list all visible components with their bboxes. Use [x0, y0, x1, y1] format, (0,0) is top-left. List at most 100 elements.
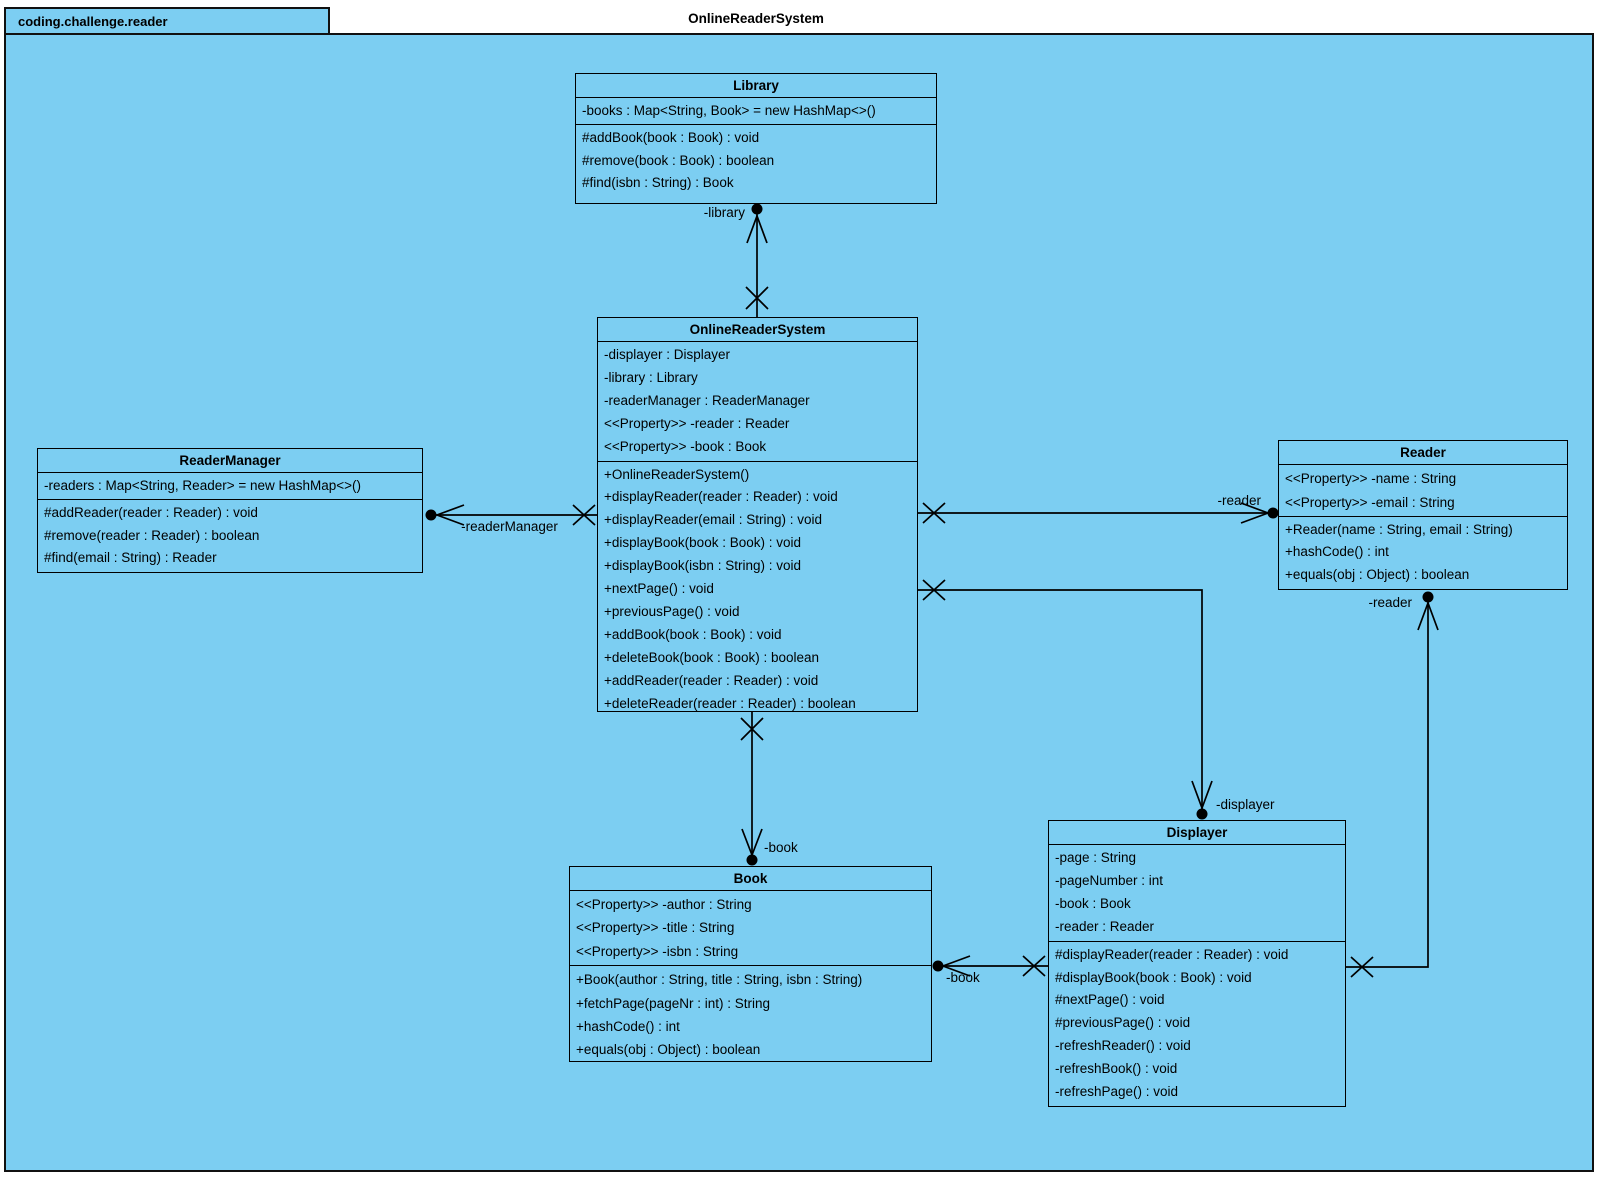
member-row: <<Property>> -author : String — [576, 897, 752, 912]
association-displayer-book — [932, 955, 1048, 977]
member-row: +equals(obj : Object) : boolean — [576, 1042, 761, 1058]
member-row: -book : Book — [1055, 895, 1131, 911]
non-navigable-x-marker — [572, 504, 596, 526]
class-title: Displayer — [1049, 821, 1345, 845]
navigable-arrowhead — [741, 828, 763, 858]
non-navigable-x-marker — [922, 579, 946, 601]
role-label-readermanager: -readerManager — [461, 519, 558, 534]
diagram-title: OnlineReaderSystem — [688, 11, 824, 26]
member-row: #displayReader(reader : Reader) : void — [1055, 946, 1289, 962]
member-row: -library : Library — [604, 369, 698, 385]
containment-dot — [751, 203, 763, 215]
member-row: +Reader(name : String, email : String) — [1285, 522, 1513, 537]
member-row: #remove(book : Book) : boolean — [582, 152, 775, 168]
member-row: +deleteBook(book : Book) : boolean — [604, 649, 820, 665]
member-row: +Book(author : String, title : String, i… — [576, 972, 863, 988]
member-row: +previousPage() : void — [604, 603, 740, 619]
class-methods: #displayReader(reader : Reader) : void #d… — [1049, 942, 1345, 1106]
non-navigable-x-marker — [1350, 956, 1374, 978]
navigable-arrowhead — [1191, 780, 1213, 811]
role-label-displayer: -displayer — [1216, 797, 1275, 812]
navigable-arrowhead — [940, 955, 971, 977]
member-row: +hashCode() : int — [1285, 544, 1389, 560]
class-attributes: <<Property>> -name : String <<Property>> … — [1279, 465, 1567, 517]
member-row: +fetchPage(pageNr : int) : String — [576, 995, 770, 1011]
non-navigable-x-marker — [922, 502, 946, 524]
class-displayer: Displayer -page : String-pageNumber : in… — [1048, 820, 1346, 1107]
containment-dot — [932, 960, 944, 972]
member-row: -readers : Map<String, Reader> = new Has… — [44, 478, 362, 493]
class-library: Library -books : Map<String, Book> = new… — [575, 73, 937, 204]
member-row: <<Property>> -isbn : String — [576, 943, 739, 959]
member-row: <<Property>> -email : String — [1285, 494, 1455, 510]
member-row: #addReader(reader : Reader) : void — [44, 505, 258, 521]
association-displayer-reader — [1346, 591, 1439, 978]
member-row: +equals(obj : Object) : boolean — [1285, 566, 1470, 582]
association-book — [740, 712, 764, 866]
package-tab-label: coding.challenge.reader — [18, 13, 168, 29]
member-row: <<Property>> -title : String — [576, 920, 735, 936]
class-onlinereadersystem: OnlineReaderSystem -displayer : Displaye… — [597, 317, 918, 712]
member-row: -refreshPage() : void — [1055, 1084, 1179, 1100]
class-methods: +Reader(name : String, email : String) +h… — [1279, 517, 1567, 589]
containment-dot — [425, 509, 437, 521]
member-row: -books : Map<String, Book> = new HashMap… — [582, 103, 876, 118]
association-readerManager — [425, 504, 597, 526]
containment-dot — [1196, 808, 1208, 820]
navigable-arrowhead — [1417, 600, 1439, 631]
role-label-book-displayer: -book — [946, 970, 980, 985]
class-title: Reader — [1279, 441, 1567, 465]
class-methods: #addReader(reader : Reader) : void #remov… — [38, 500, 422, 572]
navigable-arrowhead — [746, 213, 768, 244]
association-reader — [918, 502, 1279, 524]
class-title: Library — [576, 74, 936, 98]
association-displayer — [918, 579, 1213, 820]
class-attributes: -books : Map<String, Book> = new HashMap… — [576, 98, 936, 126]
class-attributes: -displayer : Displayer -library : Library… — [598, 342, 917, 462]
member-row: +hashCode() : int — [576, 1019, 680, 1035]
class-attributes: -page : String-pageNumber : int-book : B… — [1049, 845, 1345, 942]
member-row: #find(email : String) : Reader — [44, 550, 217, 566]
member-row: #displayBook(book : Book) : void — [1055, 969, 1252, 985]
member-row: #find(isbn : String) : Book — [582, 175, 734, 191]
member-row: #nextPage() : void — [1055, 992, 1165, 1008]
member-row: -displayer : Displayer — [604, 347, 731, 362]
containment-dot — [1267, 507, 1279, 519]
member-row: +nextPage() : void — [604, 581, 714, 597]
member-row: #addBook(book : Book) : void — [582, 130, 760, 146]
role-label-book: -book — [764, 840, 798, 855]
package-tab: coding.challenge.reader — [4, 7, 330, 35]
class-methods: +OnlineReaderSystem() +displayReader(read… — [598, 462, 917, 711]
role-label-reader-displayer: -reader — [1368, 595, 1412, 610]
non-navigable-x-marker — [745, 286, 769, 310]
navigable-arrowhead — [434, 504, 465, 526]
class-methods: +Book(author : String, title : String, i… — [570, 966, 931, 1061]
class-title: OnlineReaderSystem — [598, 318, 917, 342]
class-attributes: <<Property>> -author : String <<Property>… — [570, 891, 931, 967]
non-navigable-x-marker — [740, 717, 764, 741]
class-book: Book <<Property>> -author : String<<Prop… — [569, 866, 932, 1062]
member-row: +displayBook(book : Book) : void — [604, 535, 801, 551]
class-title: ReaderManager — [38, 449, 422, 473]
role-label-library: -library — [703, 205, 745, 220]
member-row: +OnlineReaderSystem() — [604, 466, 750, 482]
member-row: #previousPage() : void — [1055, 1015, 1191, 1031]
non-navigable-x-marker — [1022, 955, 1046, 977]
member-row: +addReader(reader : Reader) : void — [604, 672, 819, 688]
member-row: #remove(reader : Reader) : boolean — [44, 527, 260, 543]
role-label-reader: -reader — [1217, 493, 1261, 508]
member-row: -readerManager : ReaderManager — [604, 392, 810, 408]
member-row: -page : String — [1055, 850, 1137, 865]
class-attributes: -readers : Map<String, Reader> = new Has… — [38, 473, 422, 501]
member-row: +displayReader(reader : Reader) : void — [604, 489, 838, 505]
containment-dot — [1422, 591, 1434, 603]
association-library — [745, 203, 769, 317]
member-row: -refreshReader() : void — [1055, 1038, 1191, 1054]
member-row: -reader : Reader — [1055, 918, 1155, 934]
member-row: +displayReader(email : String) : void — [604, 512, 822, 528]
member-row: +displayBook(isbn : String) : void — [604, 558, 801, 574]
member-row: <<Property>> -name : String — [1285, 471, 1457, 486]
class-methods: #addBook(book : Book) : void #remove(book… — [576, 125, 936, 203]
member-row: <<Property>> -reader : Reader — [604, 415, 790, 431]
